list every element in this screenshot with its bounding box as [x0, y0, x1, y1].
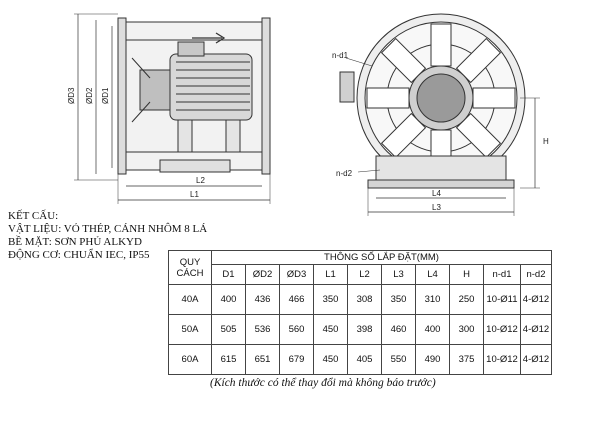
table-cell: 350 — [381, 284, 416, 315]
label-d3: ØD3 — [67, 87, 76, 104]
spec-line-material: VẬT LIỆU: VỎ THÉP, CÁNH NHÔM 8 LÁ — [8, 223, 208, 235]
table-cell: 398 — [347, 314, 382, 345]
label-n-d1: n-d1 — [332, 51, 349, 60]
column-header: ØD2 — [245, 264, 280, 285]
corner-line-2: CÁCH — [176, 267, 204, 279]
table-cell: 250 — [449, 284, 484, 315]
table-cell: 4-Ø12 — [520, 284, 552, 315]
table-cell: 436 — [245, 284, 280, 315]
table-cell: 300 — [449, 314, 484, 345]
label-n-d2: n-d2 — [336, 169, 353, 178]
table-cell: 615 — [211, 344, 246, 375]
table-cell: 490 — [415, 344, 450, 375]
column-header: L3 — [381, 264, 416, 285]
column-header: H — [449, 264, 484, 285]
front-view-drawing — [339, 13, 540, 216]
spec-line-surface: BỀ MẶT: SƠN PHỦ ALKYD — [8, 236, 142, 248]
column-header: L1 — [313, 264, 348, 285]
table-cell: 536 — [245, 314, 280, 345]
table-cell: 679 — [279, 344, 314, 375]
column-header: L2 — [347, 264, 382, 285]
table-cell: 550 — [381, 344, 416, 375]
label-h: H — [543, 137, 549, 146]
column-header: ØD3 — [279, 264, 314, 285]
table-cell: 10-Ø11 — [483, 284, 521, 315]
table-cell: 4-Ø12 — [520, 344, 552, 375]
table-cell: 505 — [211, 314, 246, 345]
table-cell: 308 — [347, 284, 382, 315]
column-header: D1 — [211, 264, 246, 285]
column-header: L4 — [415, 264, 450, 285]
label-l2: L2 — [196, 176, 205, 185]
row-name-cell: 40A — [168, 284, 212, 315]
table-cell: 450 — [313, 314, 348, 345]
table-cell: 460 — [381, 314, 416, 345]
row-name-cell: 60A — [168, 344, 212, 375]
table-cell: 10-Ø12 — [483, 344, 521, 375]
label-l4: L4 — [432, 189, 441, 198]
table-cell: 400 — [415, 314, 450, 345]
table-cell: 405 — [347, 344, 382, 375]
corner-line-1: QUY — [179, 256, 201, 268]
table-cell: 466 — [279, 284, 314, 315]
label-l1: L1 — [190, 190, 199, 199]
table-cell: 10-Ø12 — [483, 314, 521, 345]
row-name-cell: 50A — [168, 314, 212, 345]
table-cell: 450 — [313, 344, 348, 375]
table-cell: 350 — [313, 284, 348, 315]
column-header: n-d1 — [483, 264, 521, 285]
spec-text: KẾT CẤU: VẬT LIỆU: VỎ THÉP, CÁNH NHÔM 8 … — [8, 210, 207, 262]
table-cell: 560 — [279, 314, 314, 345]
disclaimer-note: (Kích thước có thể thay đổi mà không báo… — [210, 377, 436, 389]
label-d1: ØD1 — [101, 87, 110, 104]
column-header: n-d2 — [520, 264, 552, 285]
table-title: THÔNG SỐ LẮP ĐẶT(MM) — [211, 250, 552, 265]
label-l3: L3 — [432, 203, 441, 212]
spec-line-structure: KẾT CẤU: — [8, 210, 59, 222]
corner-cell: QUY CÁCH — [168, 250, 212, 285]
spec-line-motor: ĐỘNG CƠ: CHUẨN IEC, IP55 — [8, 249, 150, 261]
table-cell: 310 — [415, 284, 450, 315]
side-view-drawing — [74, 13, 271, 204]
label-d2: ØD2 — [85, 87, 94, 104]
table-cell: 400 — [211, 284, 246, 315]
table-cell: 651 — [245, 344, 280, 375]
table-cell: 4-Ø12 — [520, 314, 552, 345]
table-cell: 375 — [449, 344, 484, 375]
